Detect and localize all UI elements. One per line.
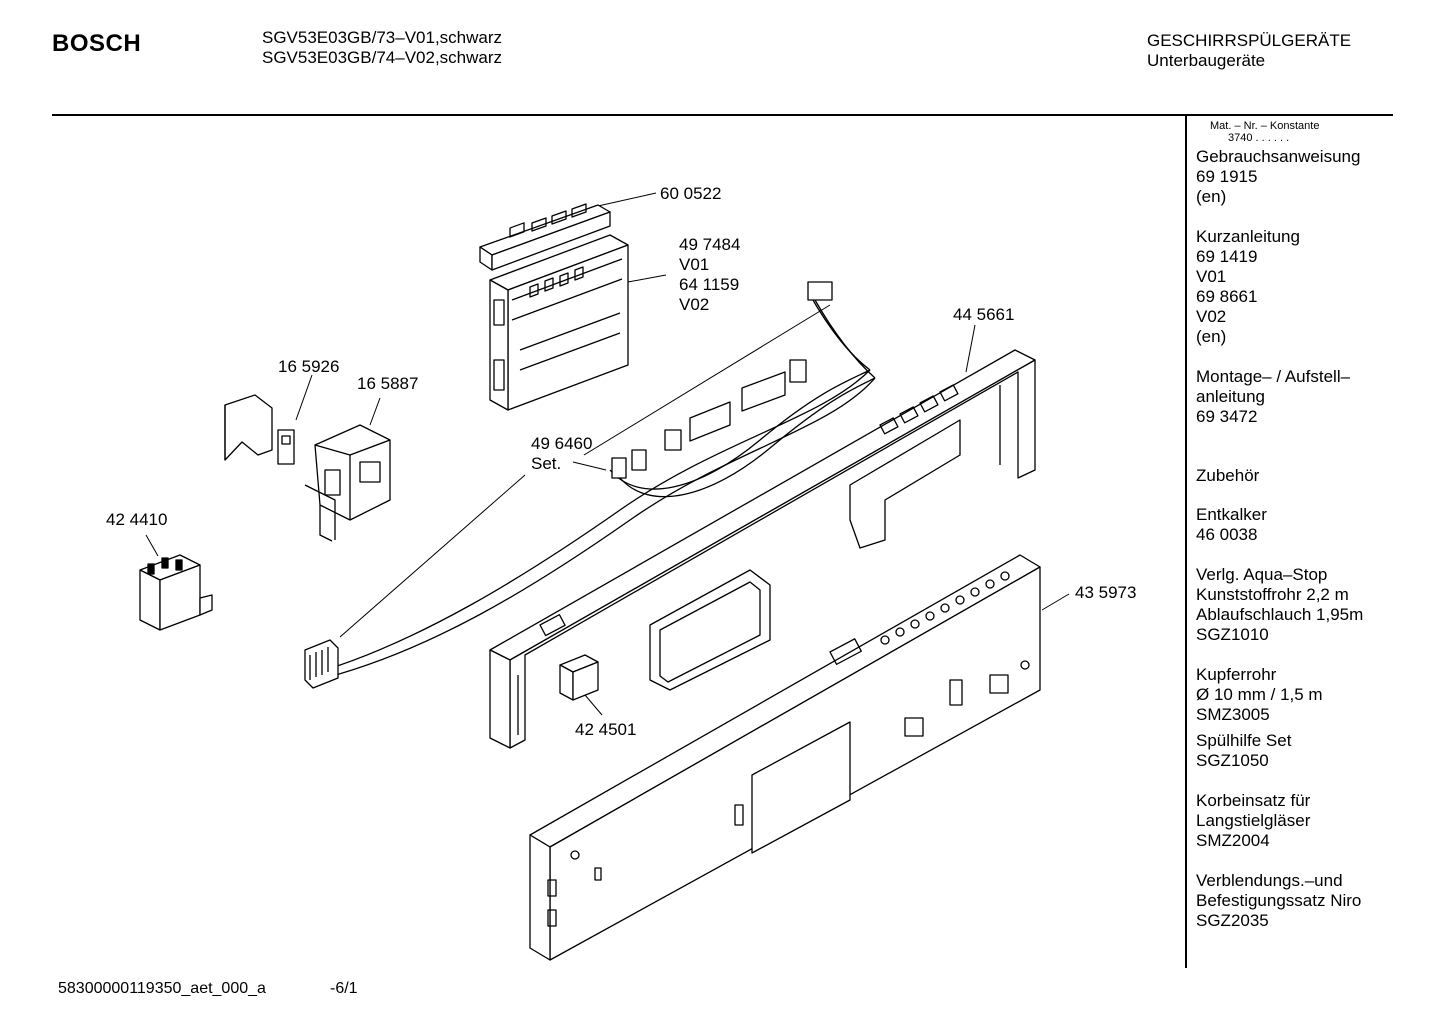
part-note: Set. [531,454,562,473]
sidebar-entry-rinse-set: Spülhilfe Set SGZ1050 [1196,731,1292,770]
relay-part [139,554,213,631]
mat-nr-value: 3740 . . . . . . [1228,132,1290,144]
category-subtitle: Unterbaugeräte [1147,51,1266,70]
part-label: 49 7484 V01 64 1159 V02 [679,235,740,315]
part-number: 49 7484 [679,235,741,254]
category-title: GESCHIRRSPÜLGERÄTE [1147,31,1352,50]
part-variant: V01 [679,255,710,274]
mat-nr-label: Mat. – Nr. – Konstante [1210,120,1320,132]
header-divider [52,114,1393,116]
cover-clip-part [224,394,295,465]
part-variant: V02 [679,295,710,314]
model-line: SGV53E03GB/73–V01,schwarz [262,28,503,47]
exploded-parts-diagram [139,192,1070,961]
sidebar-entry-glass-insert: Korbeinsatz für Langstielgläser SMZ2004 [1196,791,1311,850]
control-module-part [489,234,629,411]
sidebar-divider [1185,116,1187,968]
front-panel-part [529,554,1041,961]
sidebar-entry-accessories: Zubehör [1196,466,1260,485]
model-list: SGV53E03GB/73–V01,schwarz SGV53E03GB/74–… [262,28,502,68]
sidebar-entry-copper-pipe: Kupferrohr Ø 10 mm / 1,5 m SMZ3005 [1196,665,1323,724]
brand-logo: BOSCH [52,30,142,57]
leader-lines [145,192,1070,716]
sidebar-entry-descaler: Entkalker 46 0038 [1196,505,1267,544]
sensor-bracket-part [304,424,391,542]
sidebar-entry-manual: Gebrauchsanweisung 69 1915 (en) [1196,147,1361,206]
rear-frame-part [489,349,1036,749]
cable-harness-part [304,281,876,689]
part-label: 42 4501 [575,720,637,739]
part-label: 44 5661 [953,305,1015,324]
model-line: SGV53E03GB/74–V02,schwarz [262,48,503,67]
sidebar-entry-aquastop: Verlg. Aqua–Stop Kunststoffrohr 2,2 m Ab… [1196,565,1364,644]
document-id: 58300000119350_aet_000_a [58,980,266,997]
part-label: 43 5973 [1075,583,1137,602]
part-label: 42 4410 [106,510,168,529]
part-number: 64 1159 [679,275,740,294]
part-label: 16 5926 [278,357,340,376]
part-number: 49 6460 [531,434,593,453]
category-block: GESCHIRRSPÜLGERÄTE Unterbaugeräte [1147,31,1351,71]
part-label: 16 5887 [357,374,419,393]
page-number: -6/1 [330,980,358,997]
small-block-part [559,654,599,701]
sidebar-entry-mounting-set: Verblendungs.–und Befestigungssatz Niro … [1196,871,1362,930]
sidebar-entry-quickguide: Kurzanleitung 69 1419 V01 69 8661 V02 (e… [1196,227,1300,346]
mat-nr-block: Mat. – Nr. – Konstante 3740 . . . . . . [1210,120,1319,144]
button-strip-part [479,203,611,271]
part-label: 49 6460 Set. [531,434,592,474]
sidebar-entry-installation: Montage– / Aufstell– anleitung 69 3472 [1196,367,1351,426]
part-label: 60 0522 [660,184,722,203]
